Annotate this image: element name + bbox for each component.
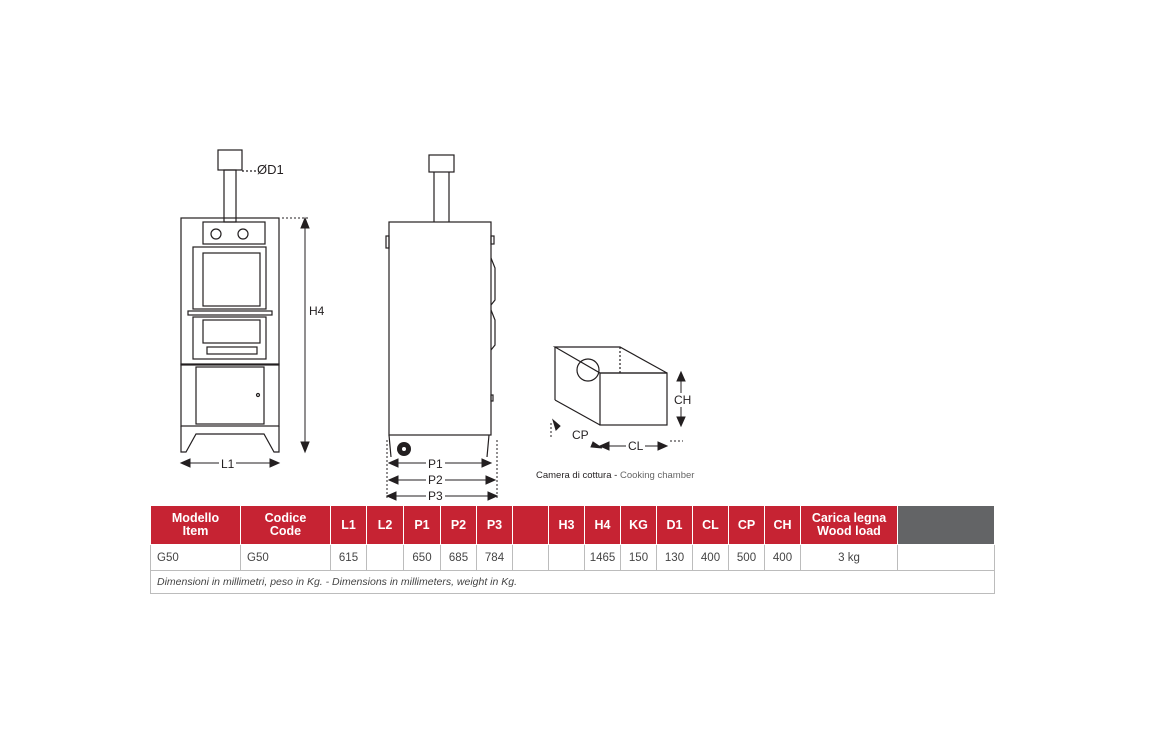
h4-label: H4 (309, 304, 325, 318)
header-p2: P2 (440, 505, 477, 545)
caption-it: Camera di cottura (536, 470, 612, 481)
cell-cp: 500 (728, 544, 765, 571)
header-d1: D1 (656, 505, 693, 545)
header-p3: P3 (476, 505, 513, 545)
header-h3: H3 (548, 505, 585, 545)
p2-label: P2 (426, 473, 445, 487)
cell-d1: 130 (656, 544, 693, 571)
table-note-row: Dimensioni in millimetri, peso in Kg. - … (150, 570, 995, 594)
header-gray-empty (897, 505, 995, 545)
cell-cl: 400 (692, 544, 729, 571)
cell-h3 (548, 544, 585, 571)
d1-label: ØD1 (257, 162, 284, 177)
p1-label: P1 (426, 457, 445, 471)
header-l1: L1 (330, 505, 367, 545)
p3-label: P3 (426, 489, 445, 503)
cp-label: CP (572, 428, 589, 442)
caption-en: Cooking chamber (619, 470, 695, 481)
cell-p1: 650 (403, 544, 441, 571)
units-note: Dimensioni in millimetri, peso in Kg. - … (150, 570, 995, 594)
cell-empty (897, 544, 995, 571)
cell-wood-load: 3 kg (800, 544, 898, 571)
table-row: G50 G50 615 650 685 784 1465 150 130 400… (150, 544, 995, 571)
cell-p3: 784 (476, 544, 513, 571)
cell-l1: 615 (330, 544, 367, 571)
header-kg: KG (620, 505, 657, 545)
cell-p2: 685 (440, 544, 477, 571)
cell-code: G50 (240, 544, 331, 571)
header-l2: L2 (366, 505, 404, 545)
cell-kg: 150 (620, 544, 657, 571)
cell-l2 (366, 544, 404, 571)
header-p1: P1 (403, 505, 441, 545)
caption-sep: - (611, 470, 620, 481)
header-ch: CH (764, 505, 801, 545)
cooking-chamber-caption: Camera di cottura - Cooking chamber (536, 470, 694, 481)
cell-ch: 400 (764, 544, 801, 571)
ch-label: CH (673, 393, 693, 407)
header-blank (512, 505, 549, 545)
cell-blank (512, 544, 549, 571)
header-h4: H4 (584, 505, 621, 545)
cl-label: CL (626, 439, 646, 453)
header-cp: CP (728, 505, 765, 545)
cell-model: G50 (150, 544, 241, 571)
cell-h4: 1465 (584, 544, 621, 571)
header-cl: CL (692, 505, 729, 545)
l1-label: L1 (219, 457, 237, 471)
